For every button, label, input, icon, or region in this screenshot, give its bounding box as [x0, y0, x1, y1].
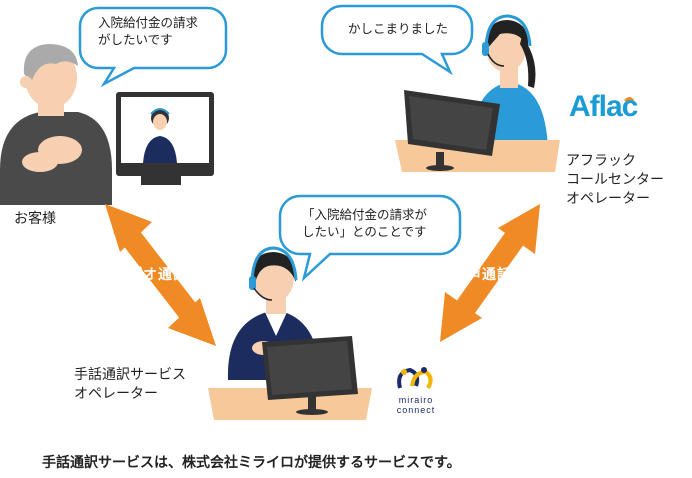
aflac-operator-speech-bubble — [320, 4, 474, 76]
video-call-monitor — [116, 92, 214, 185]
customer-speech-text: 入院給付金の請求 がしたいです — [98, 15, 199, 47]
aflac-operator-label: アフラック コールセンター オペレーター — [566, 153, 664, 207]
footer-note: 手話通訳サービスは、株式会社ミライロが提供するサービスです。 — [42, 455, 461, 471]
customer-figure — [0, 44, 112, 205]
interpreter-desk — [208, 388, 372, 420]
interpreter-monitor — [262, 336, 358, 415]
aflac-operator-figure — [470, 14, 548, 150]
aflac-logo: Aflac — [569, 90, 638, 123]
interpreter-speech-bubble — [278, 194, 462, 282]
video-call-label: ビデオ通話 — [113, 267, 188, 283]
voice-call-arrow — [440, 204, 540, 342]
interpreter-speech-text: 「入院給付金の請求が したい」とのことです — [302, 207, 428, 239]
customer-speech-bubble — [78, 6, 228, 88]
customer-label: お客様 — [14, 211, 56, 227]
aflac-operator-monitor — [404, 90, 500, 171]
voice-call-label: 音声通話 — [452, 267, 512, 283]
aflac-operator-speech-text: かしこまりました — [348, 21, 449, 36]
mirairo-logo-mark — [397, 367, 433, 390]
mirairo-connect-logo: mirairo connect — [396, 395, 436, 415]
aflac-logo-mark — [624, 97, 634, 103]
interpreter-label: 手話通訳サービス オペレーター — [74, 367, 186, 402]
video-call-arrow — [105, 204, 216, 346]
